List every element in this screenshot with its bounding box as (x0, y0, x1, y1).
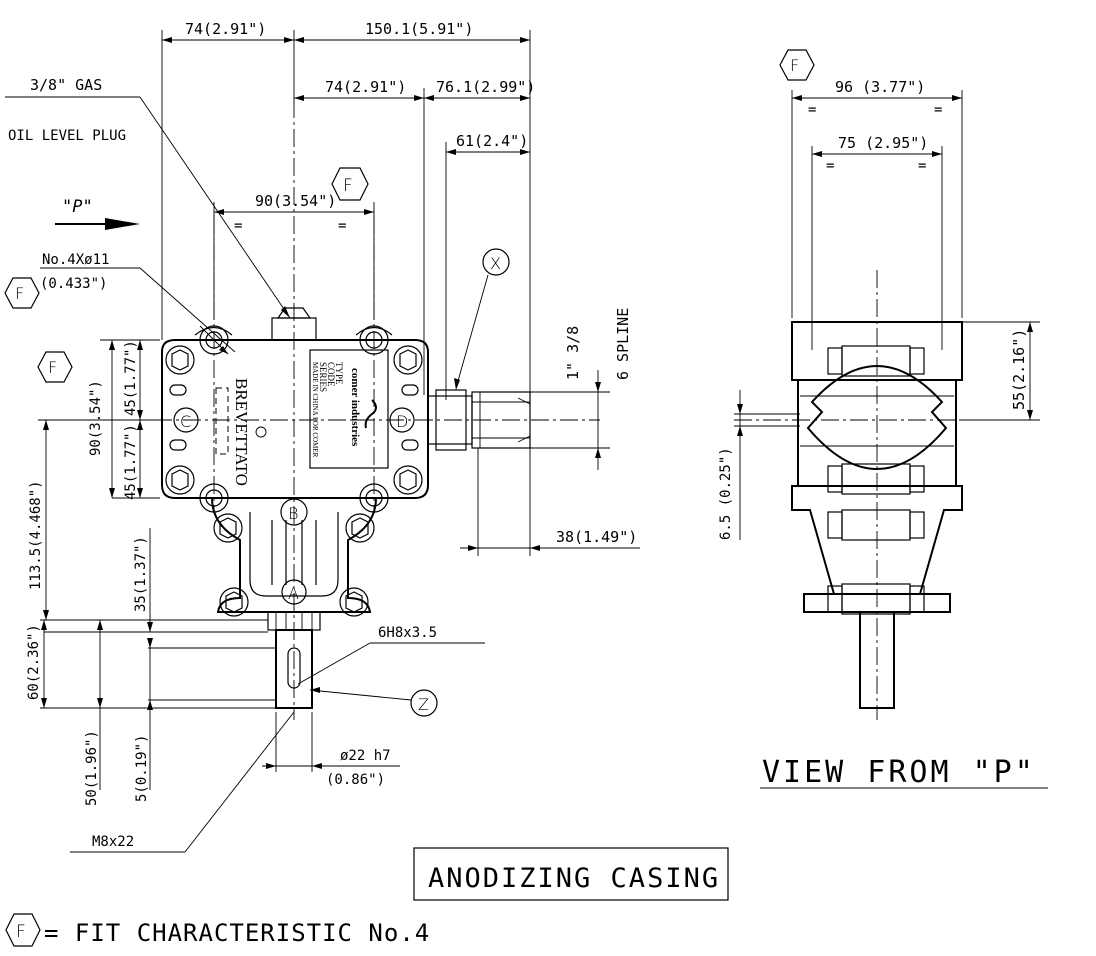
holes-note: No.4Xø11 (42, 252, 109, 268)
oil-plug-label: OIL LEVEL PLUG (8, 128, 126, 144)
marker-c-letter: C (180, 412, 191, 431)
dim-113-text: 113.5(4.468") (28, 480, 44, 590)
output-shaft-right (427, 389, 531, 451)
view-dim-65 (734, 390, 800, 540)
view-equal-2: = (934, 102, 942, 118)
view-equal-4: = (918, 158, 926, 174)
dim-150: 150.1(5.91") (365, 20, 473, 38)
dim-45b-text: 45(1.77") (123, 424, 139, 500)
marker-d (389, 407, 415, 433)
marker-d-letter: D (396, 412, 408, 431)
oil-plug-size: 3/8" GAS (30, 76, 102, 94)
fit-legend-note: = FIT CHARACTERISTIC No.4 (44, 919, 430, 947)
spline-dim (530, 370, 610, 470)
equal-mark-2: = (338, 218, 346, 234)
equal-mark-1: = (234, 218, 242, 234)
marker-c (173, 407, 199, 433)
view-title: VIEW FROM "P" (762, 755, 1036, 790)
dim-5-text: 5(0.19") (134, 735, 150, 802)
spline-type: 6 SPLINE (614, 308, 632, 380)
dim-22-text: ø22 h7 (340, 748, 391, 764)
view-dim-55-text: 55(2.16") (1010, 329, 1028, 410)
name-plate (309, 349, 389, 469)
plate-made: MADE IN CHINA FOR COMER (311, 362, 319, 458)
dim-38 (460, 448, 640, 556)
dim-76: 76.1(2.99") (436, 78, 535, 96)
dim-38-text: 38(1.49") (556, 528, 637, 546)
key-note: 6H8x3.5 (378, 625, 437, 641)
fit-symbol-view (779, 49, 815, 81)
marker-b (280, 498, 308, 526)
view-dim-55 (962, 321, 1040, 421)
fit-symbol-left-letter: F (48, 358, 57, 377)
thread-note: M8x22 (92, 834, 134, 850)
casing-note: ANODIZING CASING (428, 863, 720, 894)
dim-22-inch: (0.86") (326, 772, 385, 788)
dim-74-top: 74(2.91") (185, 20, 266, 38)
top-dimension-lines (161, 30, 531, 400)
marker-b-letter: B (288, 504, 298, 523)
thread-leader-diag (184, 711, 295, 853)
view-equal-3: = (826, 158, 834, 174)
view-p-label: "P" (62, 197, 93, 217)
fit-symbol-top-letter: F (343, 176, 353, 196)
plate-type: TYPE (334, 362, 344, 385)
marker-x-letter: X (490, 254, 501, 273)
plate-series: SERIES (318, 362, 328, 392)
plate-code: CODE (326, 362, 336, 387)
fit-symbol-holes (4, 277, 40, 309)
dim-60-text: 60(2.36") (26, 624, 42, 700)
dim-45a-text: 45(1.77") (123, 340, 139, 416)
marker-a (281, 579, 307, 605)
plate-brand: comer industries (349, 368, 361, 447)
marker-z-leader (309, 689, 412, 701)
marker-z (410, 689, 438, 717)
dim-90v-text: 90(3.54") (88, 380, 104, 456)
holes-inch: (0.433") (40, 276, 107, 292)
hole-crosshair (199, 325, 229, 355)
marker-z-letter: Z (418, 695, 429, 714)
view-centerlines (734, 270, 990, 720)
input-shaft-bottom (267, 611, 321, 709)
view-dim-96 (791, 90, 963, 350)
spline-size: 1" 3/8 (564, 326, 582, 380)
fit-symbol-top (331, 167, 369, 201)
left-vertical-dims (40, 339, 276, 790)
view-dim-75-text: 75 (2.95") (838, 134, 928, 152)
brevettato-text: BREVETTATO (232, 378, 251, 486)
dim-35-text: 35(1.37") (133, 536, 149, 612)
view-dim-65-text: 6.5 (0.25") (718, 447, 734, 540)
hex-bolts (165, 345, 423, 617)
fit-symbol-view-letter: F (790, 56, 799, 75)
holes-leader (40, 267, 236, 353)
marker-x-leader (455, 274, 489, 389)
hidden-slot (215, 387, 229, 455)
marker-a-letter: A (288, 584, 299, 603)
view-p-arrow (55, 218, 140, 230)
casing-note-box (413, 847, 729, 901)
fit-symbol-left (37, 351, 73, 383)
dim-90h-text: 90(3.54") (255, 192, 336, 210)
marker-x (482, 248, 510, 276)
view-equal-1: = (808, 102, 816, 118)
fit-symbol-holes-letter: F (15, 284, 24, 303)
key-leader-diag (297, 642, 371, 685)
oil-plug-leader (5, 96, 291, 319)
dim-50-text: 50(1.96") (84, 730, 100, 806)
view-dim-96-text: 96 (3.77") (835, 78, 925, 96)
fit-symbol-legend (5, 913, 41, 947)
dim-74-second: 74(2.91") (325, 78, 406, 96)
dim-61: 61(2.4") (456, 132, 528, 150)
plate-logo (364, 399, 377, 429)
registered-mark (255, 426, 267, 438)
fit-symbol-legend-letter: F (16, 922, 26, 942)
dim-22 (262, 712, 400, 772)
